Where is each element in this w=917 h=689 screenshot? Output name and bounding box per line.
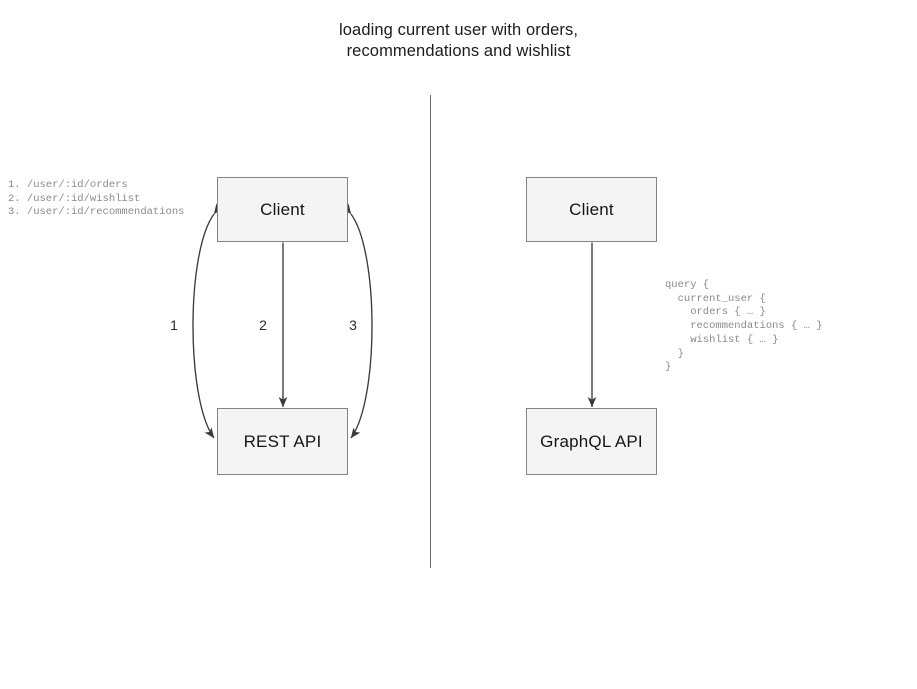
graphql-api-node[interactable]: GraphQL API: [526, 408, 657, 475]
graphql-query-block: query { current_user { orders { … } reco…: [665, 279, 823, 374]
page-title: loading current user with orders, recomm…: [0, 20, 917, 62]
rest-arrow-label-1: 1: [170, 317, 178, 333]
graphql-api-label: GraphQL API: [540, 431, 643, 451]
graphql-client-label: Client: [569, 199, 614, 219]
rest-api-label: REST API: [243, 431, 322, 451]
rest-endpoint-list: 1. /user/:id/orders 2. /user/:id/wishlis…: [8, 179, 185, 219]
rest-client-label: Client: [260, 199, 305, 219]
rest-arrow-label-3: 3: [349, 317, 357, 333]
panel-divider: [430, 95, 432, 568]
rest-arrow-label-2: 2: [259, 317, 267, 333]
rest-client-node[interactable]: Client: [217, 177, 348, 242]
graphql-client-node[interactable]: Client: [526, 177, 657, 242]
title-line-1: loading current user with orders,: [339, 21, 578, 39]
title-line-2: recommendations and wishlist: [346, 42, 571, 60]
rest-api-node[interactable]: REST API: [217, 408, 348, 475]
rest-arrow-1: [192, 203, 224, 439]
